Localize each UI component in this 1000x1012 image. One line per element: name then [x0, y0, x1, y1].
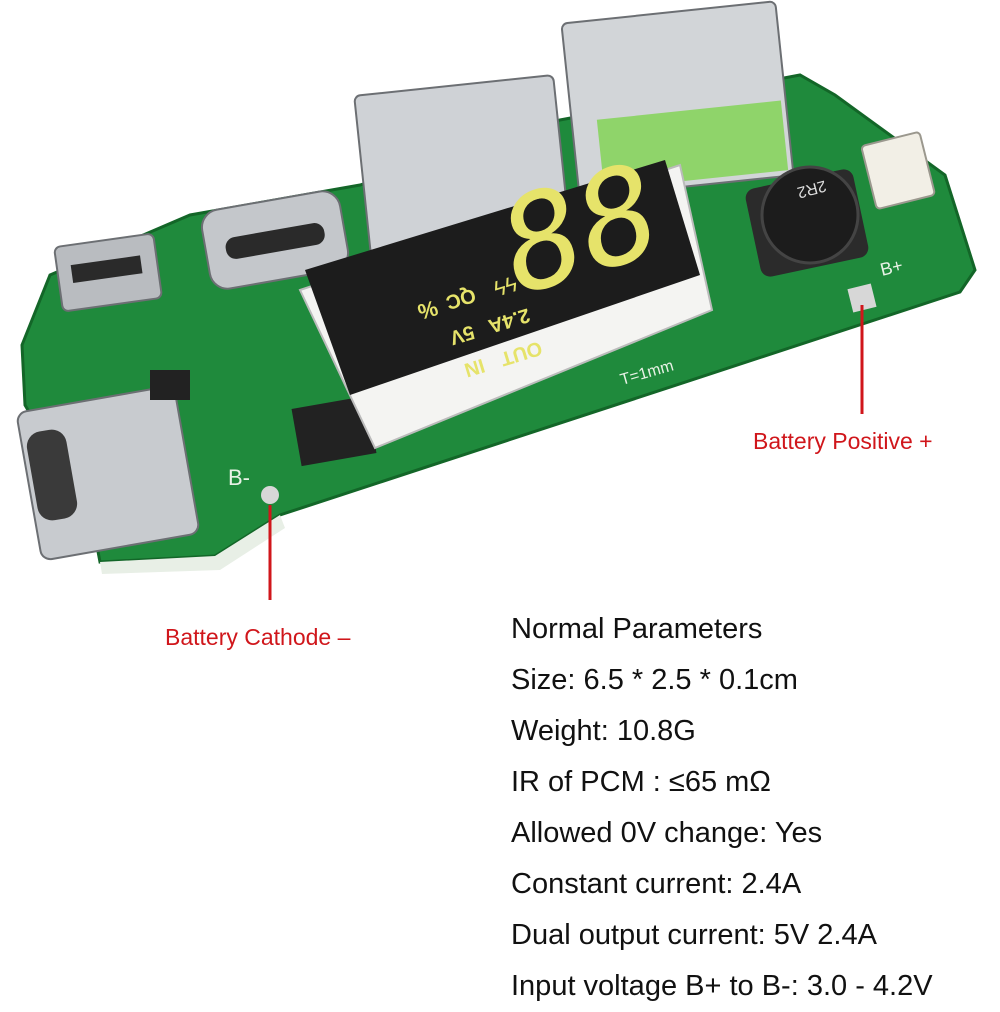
battery-cathode-label: Battery Cathode – — [165, 624, 351, 650]
usb-c-side-opening — [26, 429, 78, 521]
power-bank-board-illustration: 2R2 B- B+ T=1mm 88 OUT IN 2.4A 5V ϟϟ QC … — [16, 0, 977, 600]
pcb-edge — [100, 515, 285, 574]
spec-dual-output: Dual output current: 5V 2.4A — [511, 919, 877, 951]
battery-negative-pad — [261, 486, 279, 504]
spec-0v-change: Allowed 0V change: Yes — [511, 817, 823, 849]
ic-chip — [291, 395, 377, 467]
silkscreen-b-minus: B- — [228, 465, 250, 490]
battery-positive-pad — [847, 283, 877, 313]
usb-c-opening — [225, 223, 325, 259]
spec-title: Normal Parameters — [511, 613, 763, 645]
spec-ir: IR of PCM : ≤65 mΩ — [511, 766, 771, 798]
battery-positive-label: Battery Positive + — [753, 428, 933, 454]
display-screen — [305, 160, 700, 395]
switch-connector — [860, 131, 936, 210]
spec-list: Normal Parameters Size: 6.5 * 2.5 * 0.1c… — [511, 604, 933, 1012]
spec-weight: Weight: 10.8G — [511, 715, 696, 747]
spec-input-voltage: Input voltage B+ to B-: 3.0 - 4.2V — [511, 970, 933, 1002]
spec-size: Size: 6.5 * 2.5 * 0.1cm — [511, 664, 798, 696]
spec-constant-current: Constant current: 2.4A — [511, 868, 802, 900]
micro-usb-opening — [70, 255, 143, 283]
ic-chip-small — [150, 370, 190, 400]
inductor — [760, 165, 860, 265]
